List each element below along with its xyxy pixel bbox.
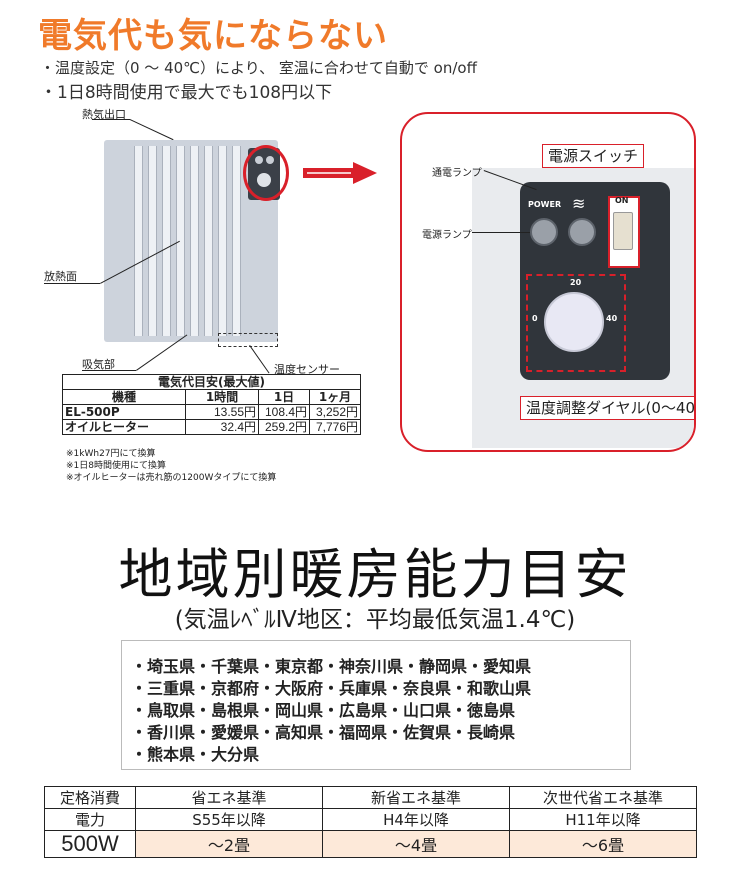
cost-cell: 32.4円 [185,419,259,435]
power-lamp-icon [530,218,558,246]
switch-on-label: ON [615,196,629,205]
region-title: 地域別暖房能力目安 [118,543,632,606]
dial-mark-40: 40 [606,314,618,323]
note: ※1kWh27円にて換算 [66,449,156,459]
label-current-lamp: 通電ランプ [432,168,482,179]
temperature-dial[interactable] [544,292,604,352]
control-panel-zoom: POWER ≋ ON OFF 20 0 40 電源スイッチ 通電ランプ 電源ラン… [400,112,696,452]
cost-header: 1日 [258,389,310,405]
label-intake: 吸気部 [82,358,115,371]
bullet-cost: ・1日8時間使用で最大でも108円以下 [40,83,333,103]
cost-cell: 3,252円 [309,404,361,420]
label-radiator: 放熱面 [44,270,77,283]
highlight-circle [243,145,289,201]
dial-mark-20: 20 [570,278,582,287]
capacity-cell: ～2畳 [135,830,323,858]
control-panel: POWER ≋ ON OFF 20 0 40 [520,182,670,380]
header-standard: 省エネ基準 [135,786,323,809]
callout-dial: 温度調整ダイヤル(0～40℃) [520,396,694,420]
table-row: オイルヒーター 32.4円 259.2円 7,776円 [62,419,361,435]
heater-image [104,140,278,342]
header-standard: 次世代省エネ基準 [509,786,697,809]
list-item: ・鳥取県・島根県・岡山県・広島県・山口県・徳島県 [131,701,516,720]
power-switch[interactable] [613,212,633,250]
list-item: ・熊本県・大分県 [131,745,260,764]
label-sensor: 温度センサー [274,363,340,376]
note: ※オイルヒーターは売れ筋の1200Wタイプにて換算 [66,473,277,483]
sensor-marker [218,333,278,347]
label-outlet: 熱気出口 [82,108,126,121]
prefecture-list: ・埼玉県・千葉県・東京都・神奈川県・静岡県・愛知県 ・三重県・京都府・大阪府・兵… [121,640,631,770]
region-subtitle: (気温ﾚﾍﾞﾙⅣ地区：平均最低気温1.4℃) [174,607,576,633]
cost-header: 1時間 [185,389,259,405]
dial-mark-0: 0 [532,314,538,323]
cost-cell: 13.55円 [185,404,259,420]
cost-cell: オイルヒーター [62,419,186,435]
cost-header: 機種 [62,389,186,405]
table-row: EL-500P 13.55円 108.4円 3,252円 [62,404,361,420]
wattage-cell: 500W [44,830,136,858]
arrow-right-icon [303,162,377,184]
header-era: H4年以降 [322,808,510,831]
callout-power-switch: 電源スイッチ [542,144,645,168]
label-power-lamp: 電源ランプ [422,230,472,241]
header-power: 電力 [44,808,136,831]
cost-cell: EL-500P [62,404,186,420]
cost-notes: ※1kWh27円にて換算 ※1日8時間使用にて換算 ※オイルヒーターは売れ筋の1… [66,448,276,484]
note: ※1日8時間使用にて換算 [66,461,166,471]
header-standard: 新省エネ基準 [322,786,510,809]
bullet-thermostat: ・温度設定（0 ～ 40℃）により、 室温に合わせて自動で on/off [40,59,477,77]
current-lamp-icon [568,218,596,246]
list-item: ・香川県・愛媛県・高知県・福岡県・佐賀県・長崎県 [131,723,516,742]
header-rated-power: 定格消費 [44,786,136,809]
cost-cell: 7,776円 [309,419,361,435]
capacity-cell: ～6畳 [509,830,697,858]
cost-header: 1ヶ月 [309,389,361,405]
cost-cell: 108.4円 [258,404,310,420]
list-item: ・三重県・京都府・大阪府・兵庫県・奈良県・和歌山県 [131,679,532,698]
list-item: ・埼玉県・千葉県・東京都・神奈川県・静岡県・愛知県 [131,657,532,676]
capacity-cell: ～4畳 [322,830,510,858]
cost-table: 電気代目安(最大値) 機種 1時間 1日 1ヶ月 EL-500P 13.55円 … [62,374,361,435]
table-row: 500W ～2畳 ～4畳 ～6畳 [44,830,697,858]
header-era: H11年以降 [509,808,697,831]
heat-icon: ≋ [572,194,586,213]
header-era: S55年以降 [135,808,323,831]
cost-cell: 259.2円 [258,419,310,435]
heating-capacity-table: 定格消費 省エネ基準 新省エネ基準 次世代省エネ基準 電力 S55年以降 H4年… [44,786,697,858]
cost-table-title: 電気代目安(最大値) [62,374,361,390]
headline: 電気代も気にならない [38,16,388,56]
power-text: POWER [528,200,562,209]
switch-off-label: OFF [613,252,631,261]
